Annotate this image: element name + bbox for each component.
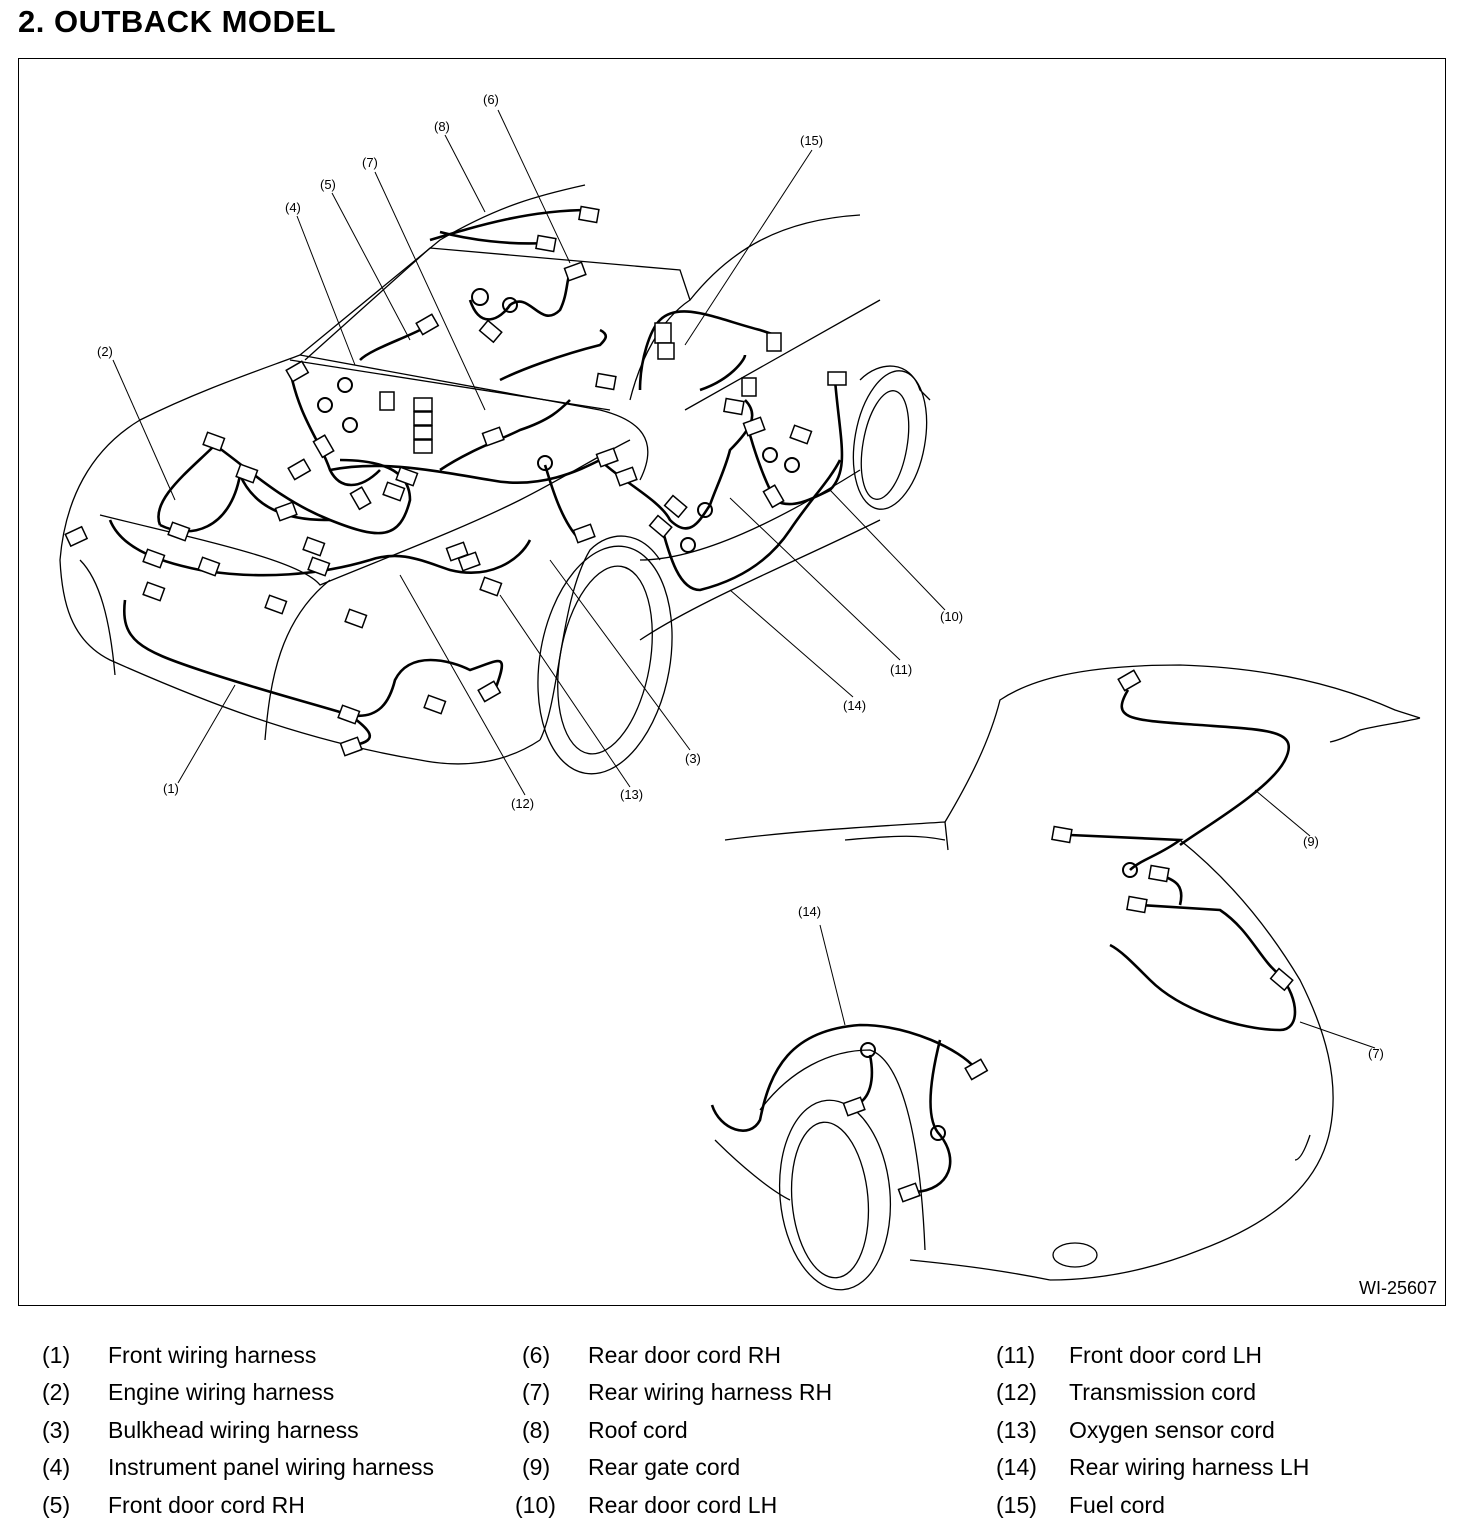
callout-2: (2) [97,344,113,359]
callout-5: (5) [320,177,336,192]
legend-num: (1) [42,1342,71,1368]
legend-label: Transmission cord [1069,1379,1257,1405]
legend-label: Fuel cord [1069,1492,1165,1518]
callout-1: (1) [163,781,179,796]
page-title: 2. OUTBACK MODEL [18,4,336,39]
callout-15: (15) [800,133,823,148]
legend-label: Rear door cord RH [588,1342,782,1368]
connectors-rear [842,669,1294,1203]
callout-3: (3) [685,751,701,766]
callout-9: (9) [1303,834,1319,849]
legend-label: Front door cord LH [1069,1342,1263,1368]
harness-wires-rear [710,689,1297,1194]
legend-label: Oxygen sensor cord [1069,1417,1275,1443]
figure-frame: WI-25607 [18,58,1446,1306]
callout-8: (8) [434,119,450,134]
legend-num: (13) [996,1417,1037,1443]
legend-label: Rear door cord LH [588,1492,778,1518]
legend: (1) Front wiring harness (2) Engine wiri… [0,1336,1472,1526]
callout-6: (6) [483,92,499,107]
legend-label: Rear wiring harness LH [1069,1454,1310,1480]
legend-label: Rear gate cord [588,1454,741,1480]
grommets-rear [860,862,1138,1141]
legend-num: (10) [515,1492,556,1518]
legend-num: (2) [42,1379,71,1405]
callout-11: (11) [890,662,912,677]
callout-10: (10) [940,609,963,624]
callout-labels: (1) (2) (3) (4) (5) (6) (7) (8) (15) (10… [97,92,1384,1061]
leader-lines [112,109,1376,1049]
legend-num: (15) [996,1492,1037,1518]
wiring-diagram: (1) (2) (3) (4) (5) (6) (7) (8) (15) (10… [59,92,1421,1291]
legend-num: (14) [996,1454,1037,1480]
callout-7-rear: (7) [1368,1046,1384,1061]
legend-num: (4) [42,1454,71,1480]
legend-num: (3) [42,1417,71,1443]
legend-label: Front door cord RH [108,1492,305,1518]
grommets-front [317,288,800,553]
legend-num: (11) [996,1342,1036,1368]
legend-num: (8) [522,1417,551,1443]
connectors-front [64,205,847,757]
legend-num: (12) [996,1379,1037,1405]
legend-label: Roof cord [588,1417,688,1443]
callout-12: (12) [511,796,534,811]
callout-13: (13) [620,787,643,802]
callout-14-front: (14) [843,698,866,713]
legend-label: Rear wiring harness RH [588,1379,833,1405]
callout-7-front: (7) [362,155,378,170]
legend-num: (6) [522,1342,551,1368]
legend-num: (5) [42,1492,71,1518]
callout-4: (4) [285,200,301,215]
legend-label: Engine wiring harness [108,1379,335,1405]
legend-num: (9) [522,1454,551,1480]
legend-label: Front wiring harness [108,1342,317,1368]
car-rear-outline [714,664,1421,1291]
figure-id: WI-25607 [1358,1278,1437,1298]
harness-wires [108,208,844,747]
legend-label: Instrument panel wiring harness [108,1454,434,1480]
legend-label: Bulkhead wiring harness [108,1417,359,1443]
callout-14-rear: (14) [798,904,821,919]
legend-num: (7) [522,1379,551,1405]
